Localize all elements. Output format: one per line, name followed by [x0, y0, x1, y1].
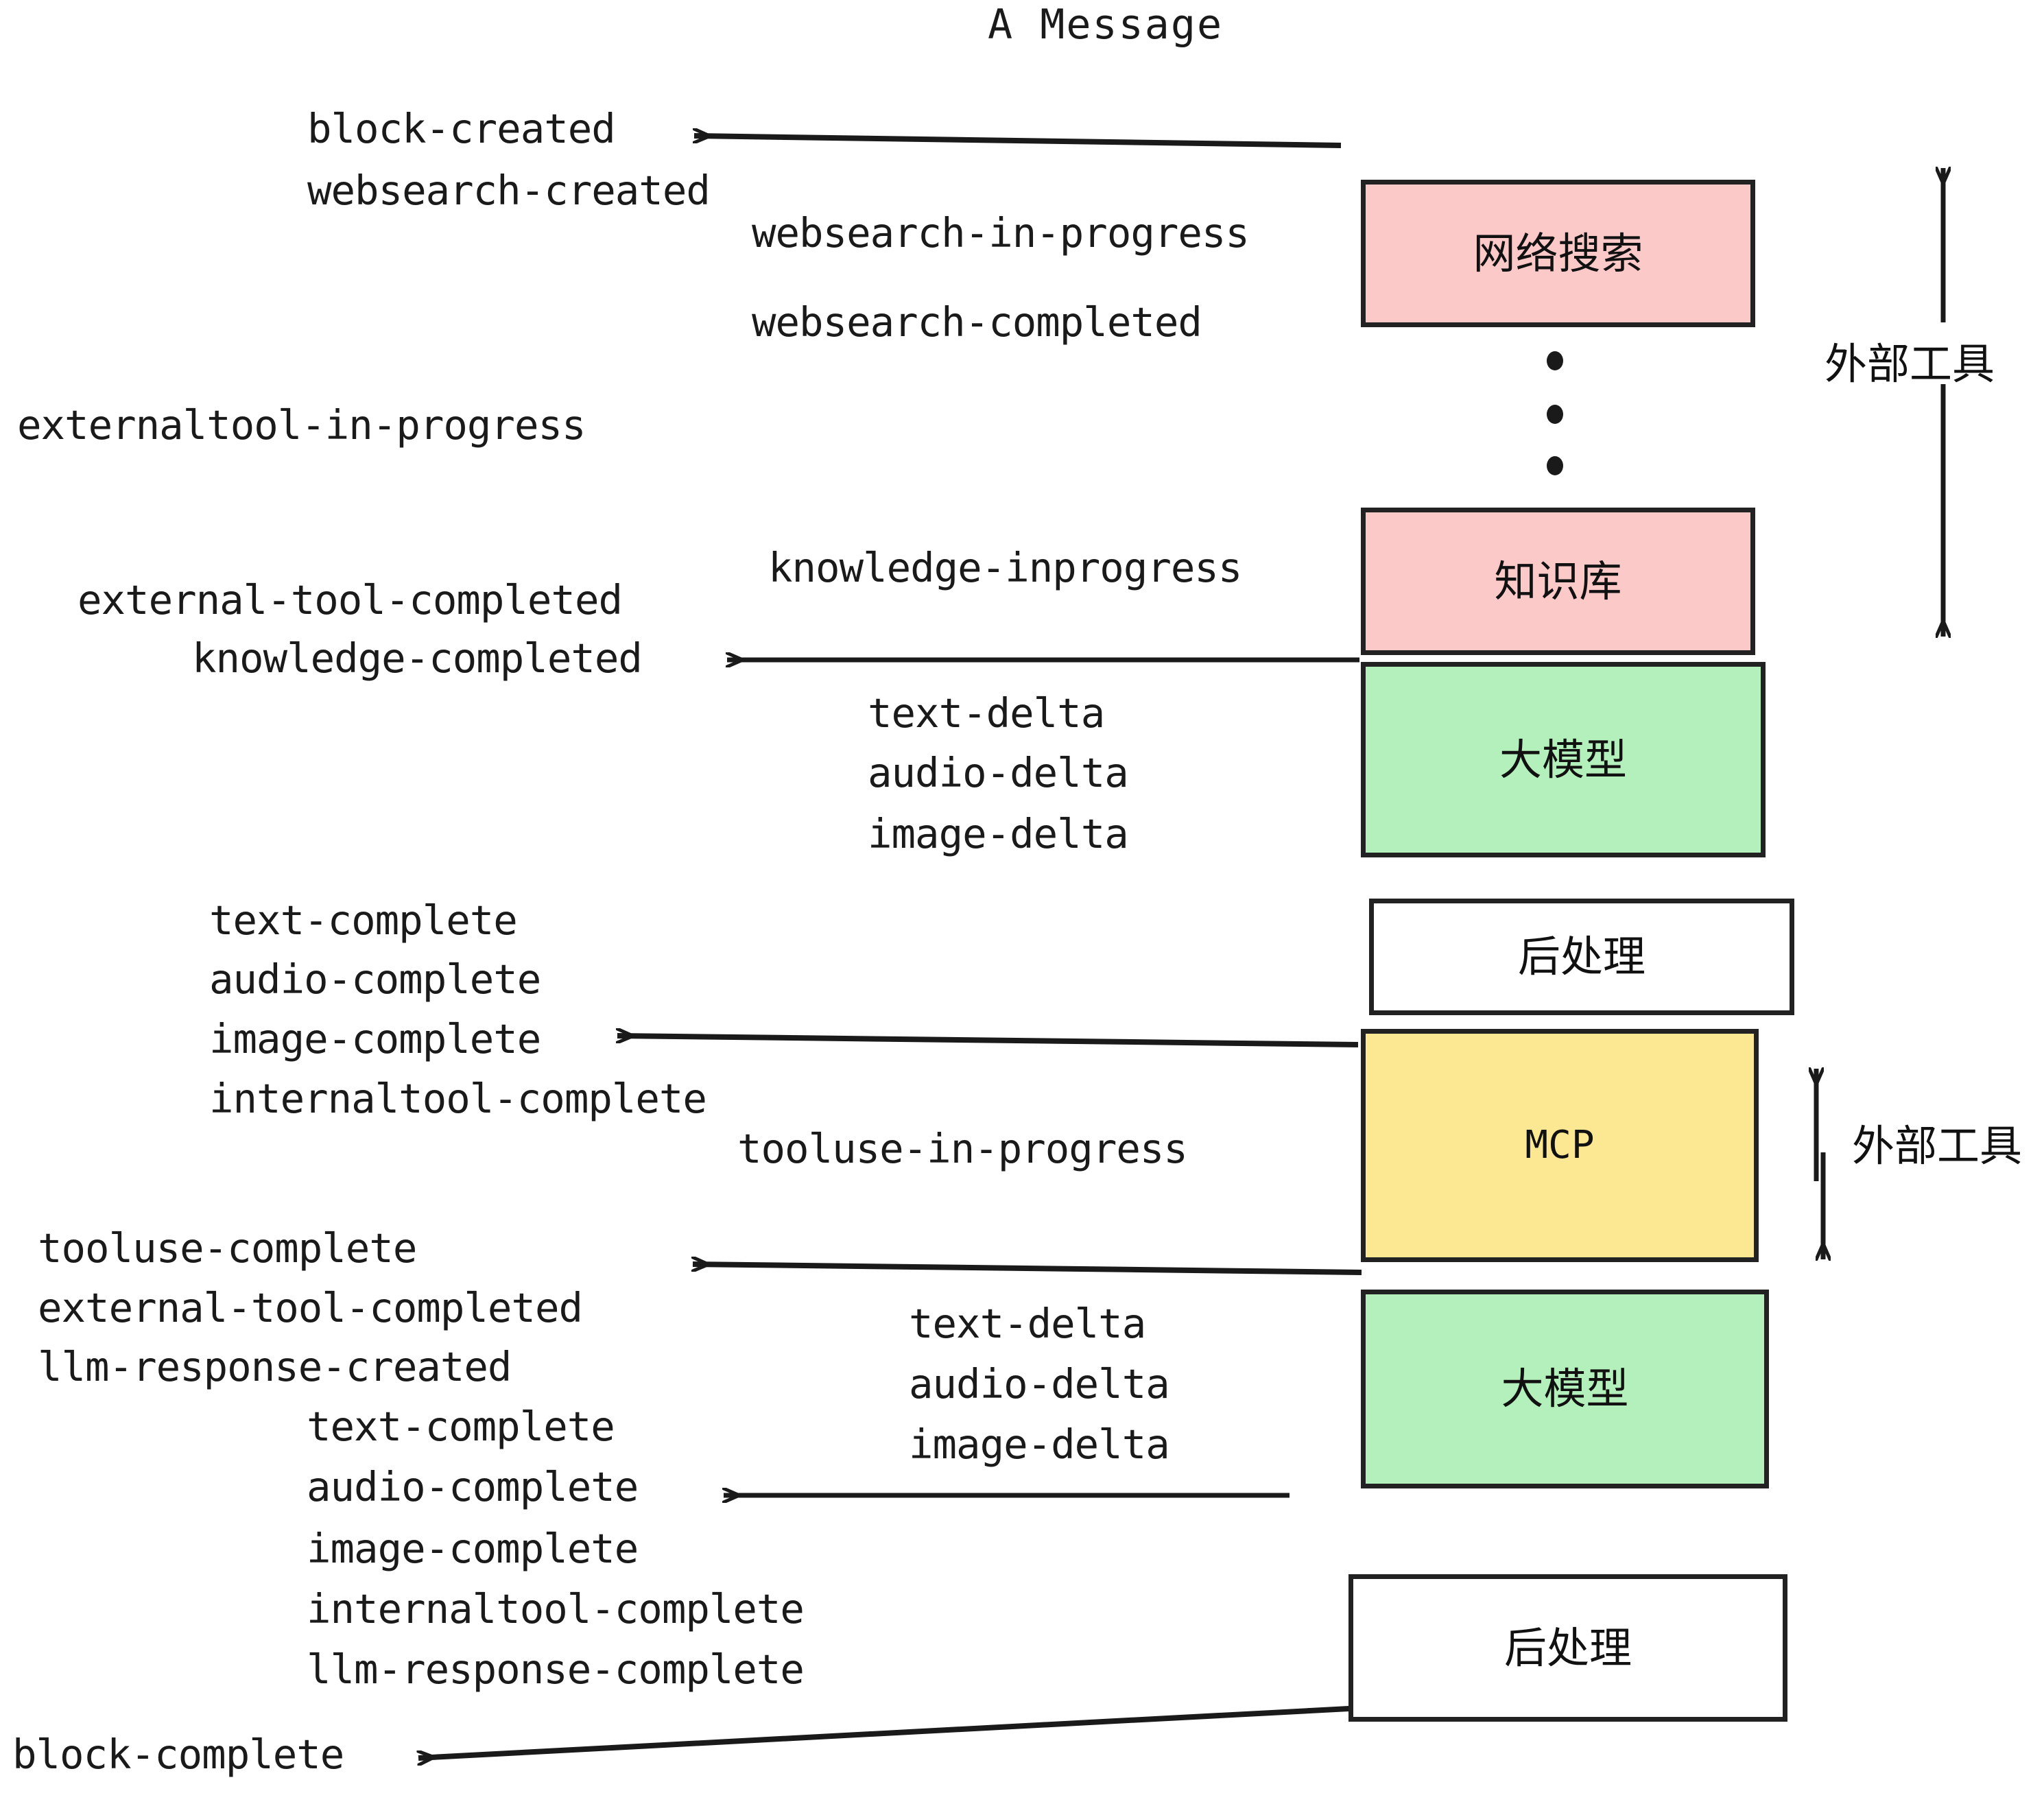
ellipsis-dot: [1547, 405, 1563, 424]
node-knowledge-label: 知识库: [1494, 556, 1622, 606]
event-audio-complete-2: audio-complete: [307, 1463, 639, 1510]
flow-arrow-block-complete: [418, 1705, 1362, 1758]
event-text-complete-1: text-complete: [209, 897, 518, 944]
flow-arrow-block-created: [694, 136, 1342, 148]
node-postprocess-bottom[interactable]: 后处理: [1348, 1574, 1787, 1722]
ellipsis-dot: [1547, 456, 1563, 475]
event-tooluse-complete: tooluse-complete: [38, 1224, 417, 1272]
event-image-delta-2: image-delta: [909, 1421, 1170, 1468]
event-block-created: block-created: [307, 105, 616, 152]
event-websearch-created: websearch-created: [307, 167, 711, 214]
event-websearch-completed: websearch-completed: [752, 298, 1202, 346]
node-websearch[interactable]: 网络搜索: [1361, 180, 1755, 327]
event-text-delta-2: text-delta: [909, 1300, 1146, 1347]
event-image-complete-2: image-complete: [307, 1525, 639, 1572]
event-external-tool-completed-1: external-tool-completed: [78, 576, 623, 624]
event-external-tool-completed-2: external-tool-completed: [38, 1284, 583, 1331]
event-audio-complete-1: audio-complete: [209, 956, 541, 1003]
node-llm-top[interactable]: 大模型: [1361, 662, 1766, 857]
event-audio-delta-1: audio-delta: [868, 749, 1129, 796]
node-mcp[interactable]: MCP: [1361, 1029, 1759, 1262]
side-label-external-tools-top: 外部工具: [1825, 339, 1995, 389]
event-externaltool-in-progress: externaltool-in-progress: [17, 401, 586, 449]
diagram-title: A Message: [988, 1, 1224, 49]
event-image-complete-1: image-complete: [209, 1015, 541, 1063]
event-text-delta-1: text-delta: [868, 689, 1105, 737]
event-llm-response-created: llm-response-created: [38, 1343, 512, 1390]
event-websearch-in-progress: websearch-in-progress: [752, 209, 1250, 257]
event-text-complete-2: text-complete: [307, 1403, 615, 1450]
node-llm-bottom[interactable]: 大模型: [1361, 1290, 1769, 1488]
event-tooluse-in-progress: tooluse-in-progress: [737, 1125, 1188, 1172]
event-knowledge-completed: knowledge-completed: [192, 634, 643, 682]
event-internaltool-complete-1: internaltool-complete: [209, 1075, 707, 1122]
node-llm-top-label: 大模型: [1499, 734, 1627, 785]
event-image-delta-1: image-delta: [868, 810, 1129, 857]
ellipsis-dot: [1547, 351, 1563, 370]
node-postprocess-top[interactable]: 后处理: [1369, 899, 1794, 1015]
node-llm-bottom-label: 大模型: [1501, 1364, 1629, 1414]
event-block-complete: block-complete: [12, 1731, 344, 1778]
flow-arrow-image-complete: [617, 1036, 1359, 1047]
node-mcp-label: MCP: [1525, 1123, 1595, 1167]
side-label-external-tools-bottom: 外部工具: [1852, 1121, 2023, 1171]
event-knowledge-inprogress: knowledge-inprogress: [768, 544, 1242, 591]
node-postprocess-top-label: 后处理: [1517, 931, 1645, 982]
node-postprocess-bottom-label: 后处理: [1504, 1622, 1632, 1673]
flow-arrow-tooluse-complete: [693, 1264, 1362, 1275]
node-websearch-label: 网络搜索: [1473, 228, 1643, 278]
event-llm-response-complete: llm-response-complete: [307, 1646, 805, 1693]
event-internaltool-complete-2: internaltool-complete: [307, 1585, 805, 1633]
event-audio-delta-2: audio-delta: [909, 1360, 1170, 1408]
node-knowledge[interactable]: 知识库: [1361, 508, 1755, 655]
